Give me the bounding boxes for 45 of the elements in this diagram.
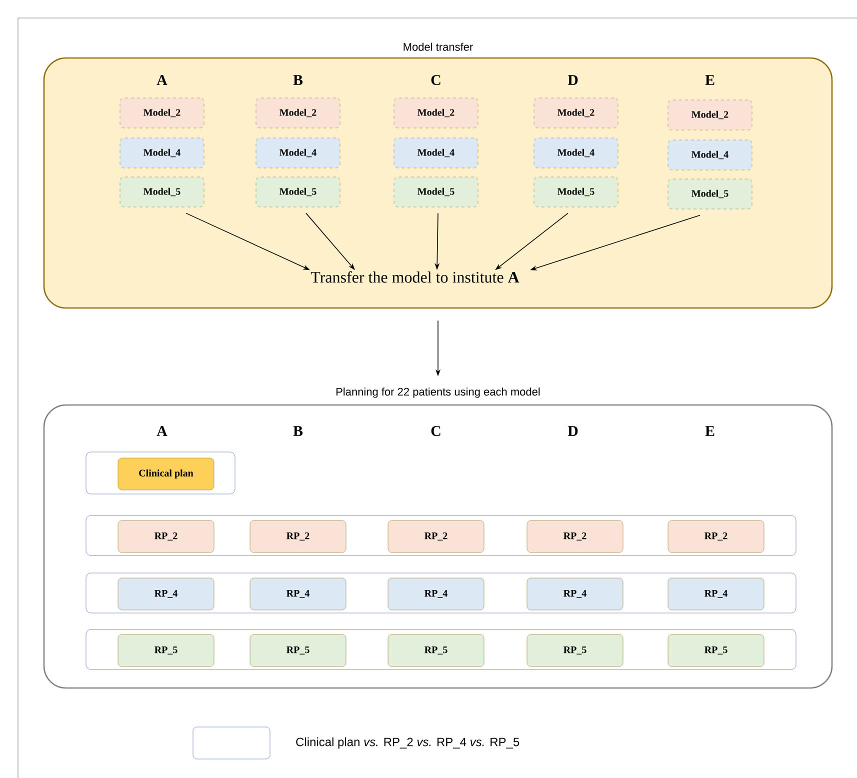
plan-box: RP_4 bbox=[118, 578, 214, 610]
column-letter: B bbox=[293, 426, 303, 436]
group-box bbox=[86, 452, 236, 494]
model-box: Model_5 bbox=[668, 178, 752, 210]
plan-box: RP_5 bbox=[668, 634, 764, 667]
model-box: Model_2 bbox=[256, 98, 340, 128]
model-box: Model_5 bbox=[256, 176, 340, 208]
caption-text: Transfer the model to institute A bbox=[310, 271, 520, 283]
group-box bbox=[86, 515, 796, 556]
plan-box: RP_4 bbox=[668, 578, 764, 610]
model-box: Model_2 bbox=[120, 98, 204, 128]
plan-box: RP_5 bbox=[118, 634, 214, 667]
plan-box: RP_5 bbox=[388, 634, 484, 667]
model-box: Model_4 bbox=[256, 138, 340, 168]
plan-box: RP_4 bbox=[526, 578, 624, 610]
model-box: Model_4 bbox=[534, 138, 618, 168]
node-label: Model transfer bbox=[404, 42, 473, 51]
plan-box: RP_2 bbox=[388, 520, 484, 553]
model-box: Model_2 bbox=[534, 98, 618, 128]
plan-box: RP_2 bbox=[526, 520, 624, 553]
plan-box: RP_5 bbox=[526, 634, 624, 667]
model-box: Model_5 bbox=[534, 176, 618, 208]
column-letter: D bbox=[568, 426, 578, 436]
column-letter: C bbox=[431, 426, 440, 436]
model-box: Model_2 bbox=[668, 100, 752, 130]
plan-box: RP_2 bbox=[118, 520, 214, 553]
plan-box: RP_2 bbox=[668, 520, 764, 553]
model-box: Model_5 bbox=[120, 176, 204, 208]
column-letter: E bbox=[705, 426, 714, 436]
plan-box: RP_5 bbox=[250, 634, 346, 667]
column-letter: A bbox=[156, 426, 168, 436]
model-box: Model_4 bbox=[668, 140, 752, 170]
group-box bbox=[86, 629, 796, 670]
plan-box: RP_2 bbox=[250, 520, 346, 553]
group-box bbox=[86, 572, 796, 614]
node-label: Planning for 22 patients using each model bbox=[336, 388, 540, 398]
model-box: Model_4 bbox=[120, 138, 204, 168]
plan-box: RP_4 bbox=[250, 578, 346, 610]
plan-box: Clinical plan bbox=[118, 458, 214, 490]
model-box: Model_4 bbox=[394, 138, 478, 168]
model-box: Model_5 bbox=[394, 176, 478, 208]
model-box: Model_2 bbox=[394, 98, 478, 128]
plan-box: RP_4 bbox=[388, 578, 484, 610]
legend-text: Clinical plan vs. RP_2 vs. RP_4 vs. RP_5 bbox=[296, 737, 520, 749]
column-letter: E bbox=[705, 75, 714, 85]
